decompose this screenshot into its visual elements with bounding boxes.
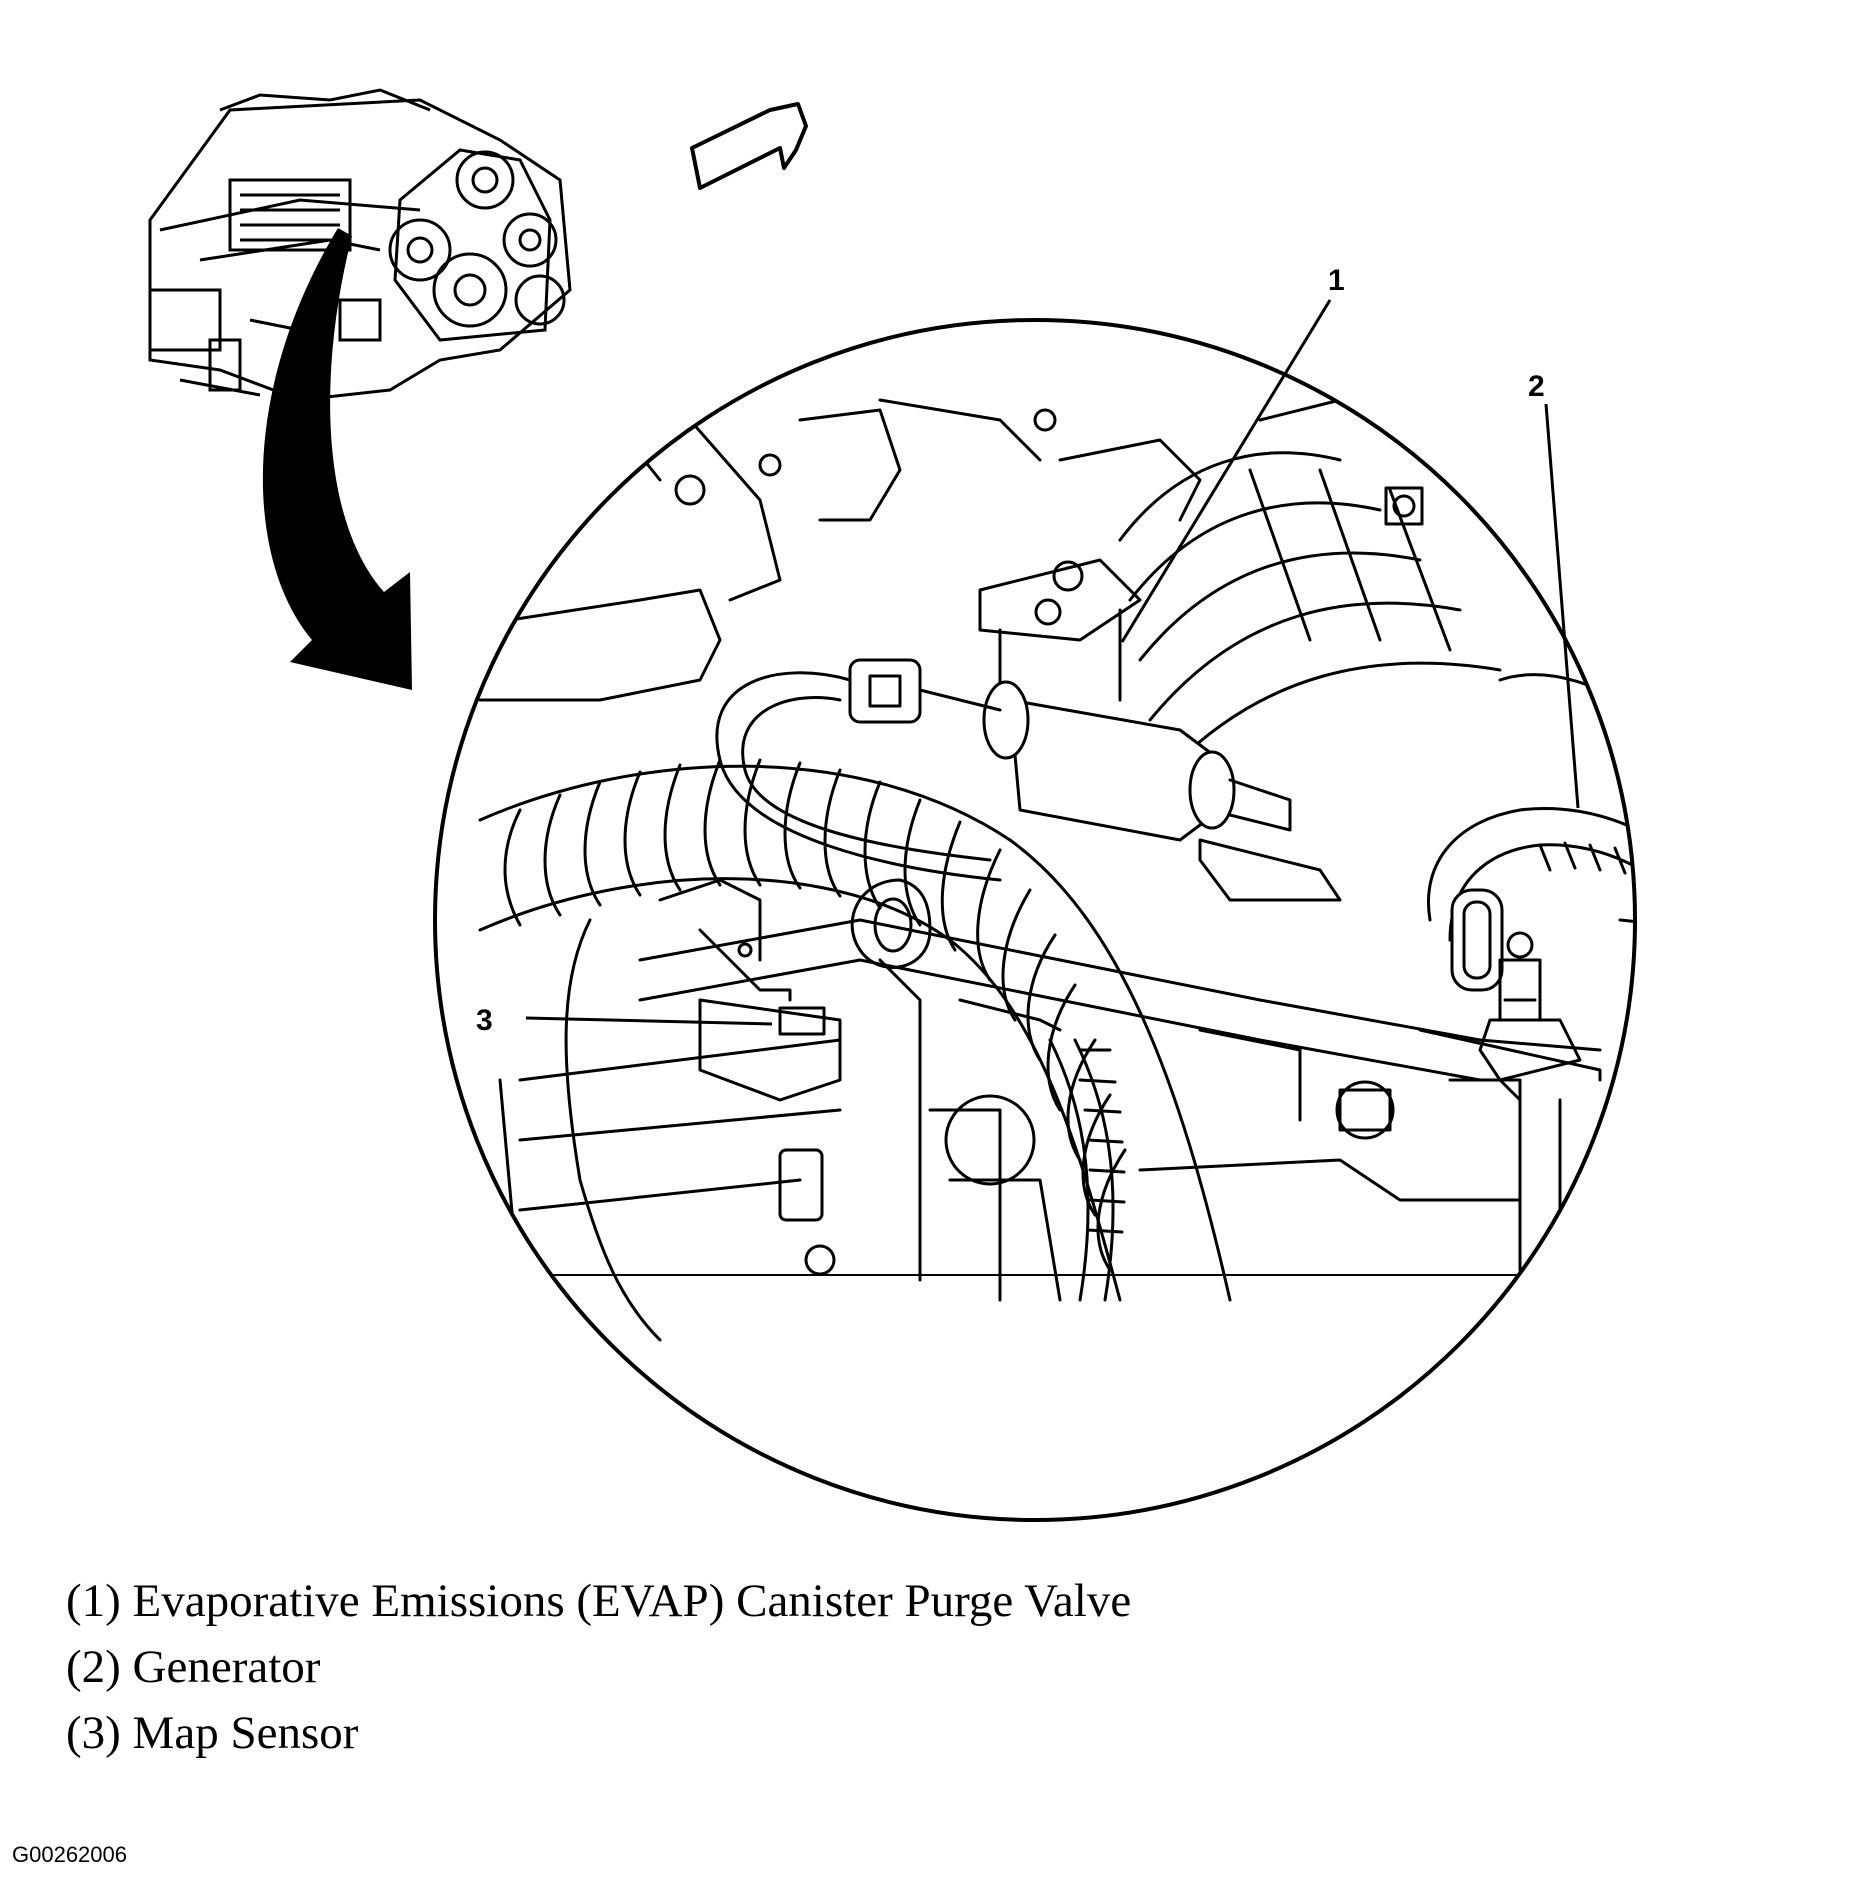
figure-id: G00262006 <box>12 1842 127 1867</box>
callout-3-leader <box>525 1016 773 1026</box>
callout-1-number: 1 <box>1328 264 1345 297</box>
engine-diagram: 1 2 3 <box>148 88 1637 1522</box>
curved-pointer-arrow <box>262 228 412 690</box>
direction-arrow-icon <box>690 102 808 190</box>
legend-item-map-sensor: (3) Map Sensor <box>66 1707 359 1759</box>
legend-item-purge-valve: (1) Evaporative Emissions (EVAP) Caniste… <box>66 1575 1132 1627</box>
legend-item-generator: (2) Generator <box>66 1641 321 1693</box>
callout-1-leader <box>1120 299 1332 643</box>
detail-artwork <box>469 398 1635 1342</box>
callout-2-leader <box>1544 403 1580 809</box>
callout-2-number: 2 <box>1528 370 1545 403</box>
callout-leaders <box>525 299 1580 1026</box>
callout-3-number: 3 <box>476 1004 493 1037</box>
callout-legend: (1) Evaporative Emissions (EVAP) Caniste… <box>66 1568 1131 1766</box>
engine-overview-thumbnail <box>148 88 572 402</box>
